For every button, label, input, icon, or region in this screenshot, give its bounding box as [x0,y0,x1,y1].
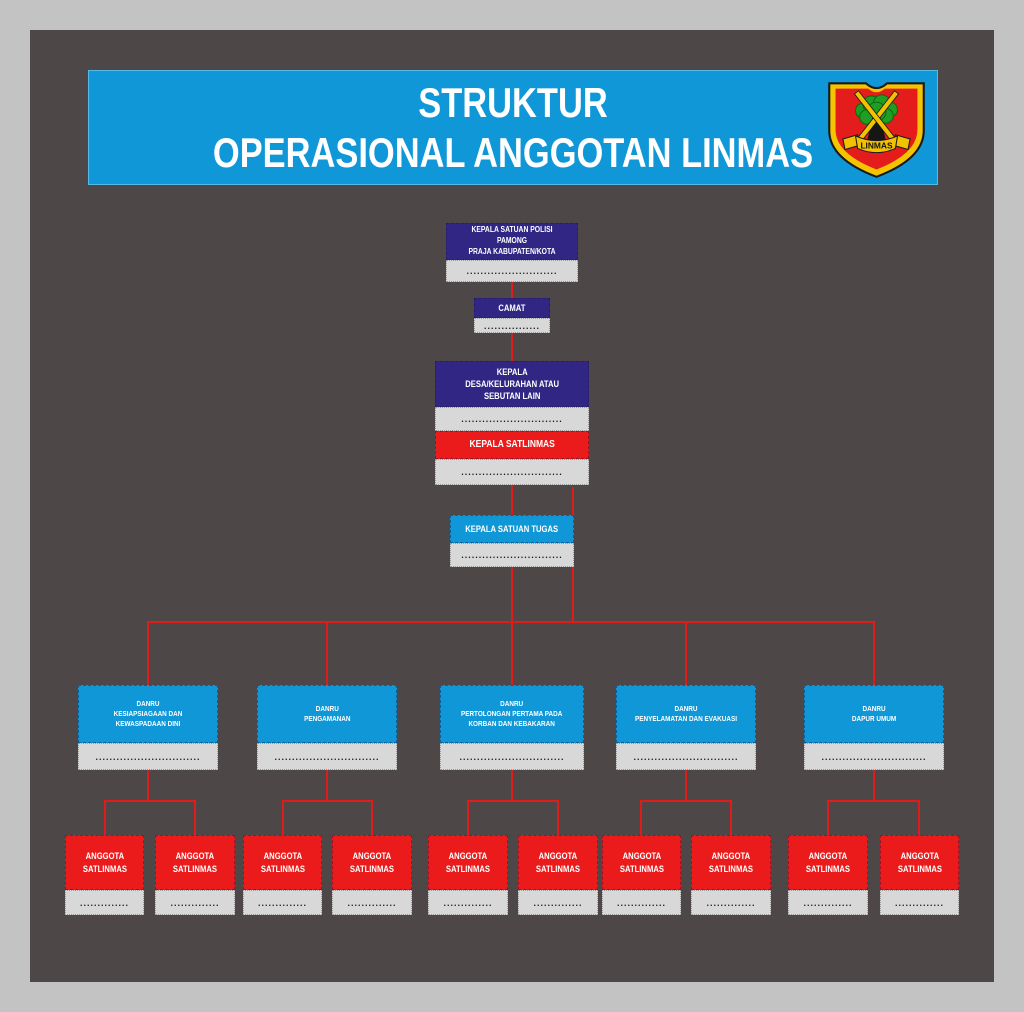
name-placeholder-dots: ............................. [461,550,563,560]
org-box-title: ANGGOTA SATLINMAS [349,851,395,874]
name-placeholder-dots: ............................. [461,414,563,424]
org-box-title: ANGGOTA SATLINMAS [535,851,581,874]
org-box-title: DANRU PERTOLONGAN PERTAMA PADA KORBAN DA… [461,698,563,729]
connector-line [104,800,196,802]
connector-line [371,800,373,835]
name-placeholder-dots: .............. [706,897,756,908]
connector-line [730,800,732,835]
org-box-danru-pengamanan: DANRU PENGAMANAN .......................… [257,685,397,770]
org-box-title: ANGGOTA SATLINMAS [445,851,491,874]
org-box-kepala-satpol: KEPALA SATUAN POLISI PAMONG PRAJA KABUPA… [446,223,578,282]
org-box-kepala-satgas: KEPALA SATUAN TUGAS ....................… [450,515,574,567]
connector-line [326,621,328,685]
org-box-anggota: ANGGOTA SATLINMAS .............. [332,835,412,915]
org-box-anggota: ANGGOTA SATLINMAS .............. [155,835,235,915]
connector-line [147,770,149,801]
name-placeholder-dots: ............................. [461,467,563,477]
org-box-kepala-satlinmas: KEPALA SATLINMAS [435,431,589,459]
org-box-title: KEPALA DESA/KELURAHAN ATAU SEBUTAN LAIN [465,366,559,402]
connector-line [827,800,919,802]
name-placeholder-dots: .............................. [95,751,201,762]
org-box-title: ANGGOTA SATLINMAS [805,851,851,874]
name-placeholder-dots: .............................. [274,751,380,762]
name-placeholder-dots: .............................. [459,751,565,762]
connector-line [873,621,875,685]
org-box-anggota: ANGGOTA SATLINMAS .............. [428,835,508,915]
org-box-anggota: ANGGOTA SATLINMAS .............. [65,835,144,915]
connector-line [557,800,559,835]
connector-line [147,621,149,685]
connector-line [104,800,106,835]
org-box-title: KEPALA SATUAN TUGAS [465,523,559,534]
name-placeholder-dots: .............................. [821,751,927,762]
org-box-title: ANGGOTA SATLINMAS [619,851,664,874]
org-box-title: DANRU DAPUR UMUM [851,703,897,723]
org-box-danru-dapur-umum: DANRU DAPUR UMUM .......................… [804,685,944,770]
connector-line [685,621,687,685]
connector-line [685,770,687,801]
org-box-title: CAMAT [498,302,526,313]
org-box-title: ANGGOTA SATLINMAS [897,851,942,874]
connector-line [467,800,469,835]
org-box-danru-penyelamatan: DANRU PENYELAMATAN DAN EVAKUASI ........… [616,685,756,770]
connector-line [194,800,196,835]
org-box-title: DANRU KESIAPSIAGAAN DAN KEWASPADAAN DINI [113,698,183,729]
connector-line [326,770,328,801]
connector-line [282,800,284,835]
org-box-danru-pertolongan: DANRU PERTOLONGAN PERTAMA PADA KORBAN DA… [440,685,584,770]
name-placeholder-dots: .............. [257,897,307,908]
title-banner: STRUKTUR OPERASIONAL ANGGOTAN LINMAS LIN… [88,70,938,185]
page-title: STRUKTUR OPERASIONAL ANGGOTAN LINMAS [212,78,814,176]
logo-banner-text: LINMAS [860,140,893,150]
org-box-anggota: ANGGOTA SATLINMAS .............. [880,835,959,915]
org-box-title: ANGGOTA SATLINMAS [172,851,218,874]
name-placeholder-dots: .............. [79,897,129,908]
org-box-title: ANGGOTA SATLINMAS [708,851,754,874]
name-placeholder-dots: .............. [533,897,583,908]
org-box-camat: CAMAT ................ [474,298,550,333]
connector-line [873,770,875,801]
name-placeholder-dots: .............. [803,897,853,908]
org-box-title: ANGGOTA SATLINMAS [82,851,127,874]
name-placeholder-dots: .............. [443,897,493,908]
name-placeholder-dots: .............. [347,897,397,908]
connector-line [827,800,829,835]
name-placeholder-dots: .............. [170,897,220,908]
org-box-title: DANRU PENYELAMATAN DAN EVAKUASI [634,703,737,723]
name-placeholder-dots: .............. [616,897,666,908]
connector-line [282,800,373,802]
org-box-anggota: ANGGOTA SATLINMAS .............. [518,835,598,915]
org-box-title: DANRU PENGAMANAN [303,703,351,723]
org-box-anggota: ANGGOTA SATLINMAS .............. [691,835,771,915]
connector-line [640,800,642,835]
name-placeholder-dots: .............. [894,897,944,908]
org-box-title: KEPALA SATUAN POLISI PAMONG PRAJA KABUPA… [468,225,556,256]
connector-line [511,770,513,801]
org-box-anggota: ANGGOTA SATLINMAS .............. [602,835,681,915]
org-box-anggota: ANGGOTA SATLINMAS .............. [788,835,868,915]
linmas-shield-icon: LINMAS [824,76,929,181]
org-box-kepala-desa: KEPALA DESA/KELURAHAN ATAU SEBUTAN LAIN … [435,361,589,485]
name-placeholder-dots: .......................... [466,266,558,276]
org-box-title: KEPALA SATLINMAS [469,439,555,451]
connector-line [147,621,875,623]
connector-line [640,800,732,802]
name-placeholder-dots: .............................. [633,751,739,762]
org-box-danru-kesiapsiagaan: DANRU KESIAPSIAGAAN DAN KEWASPADAAN DINI… [78,685,218,770]
connector-line [918,800,920,835]
connector-line [467,800,559,802]
org-box-anggota: ANGGOTA SATLINMAS .............. [243,835,322,915]
org-box-title: ANGGOTA SATLINMAS [260,851,305,874]
name-placeholder-dots: ................ [483,320,540,331]
